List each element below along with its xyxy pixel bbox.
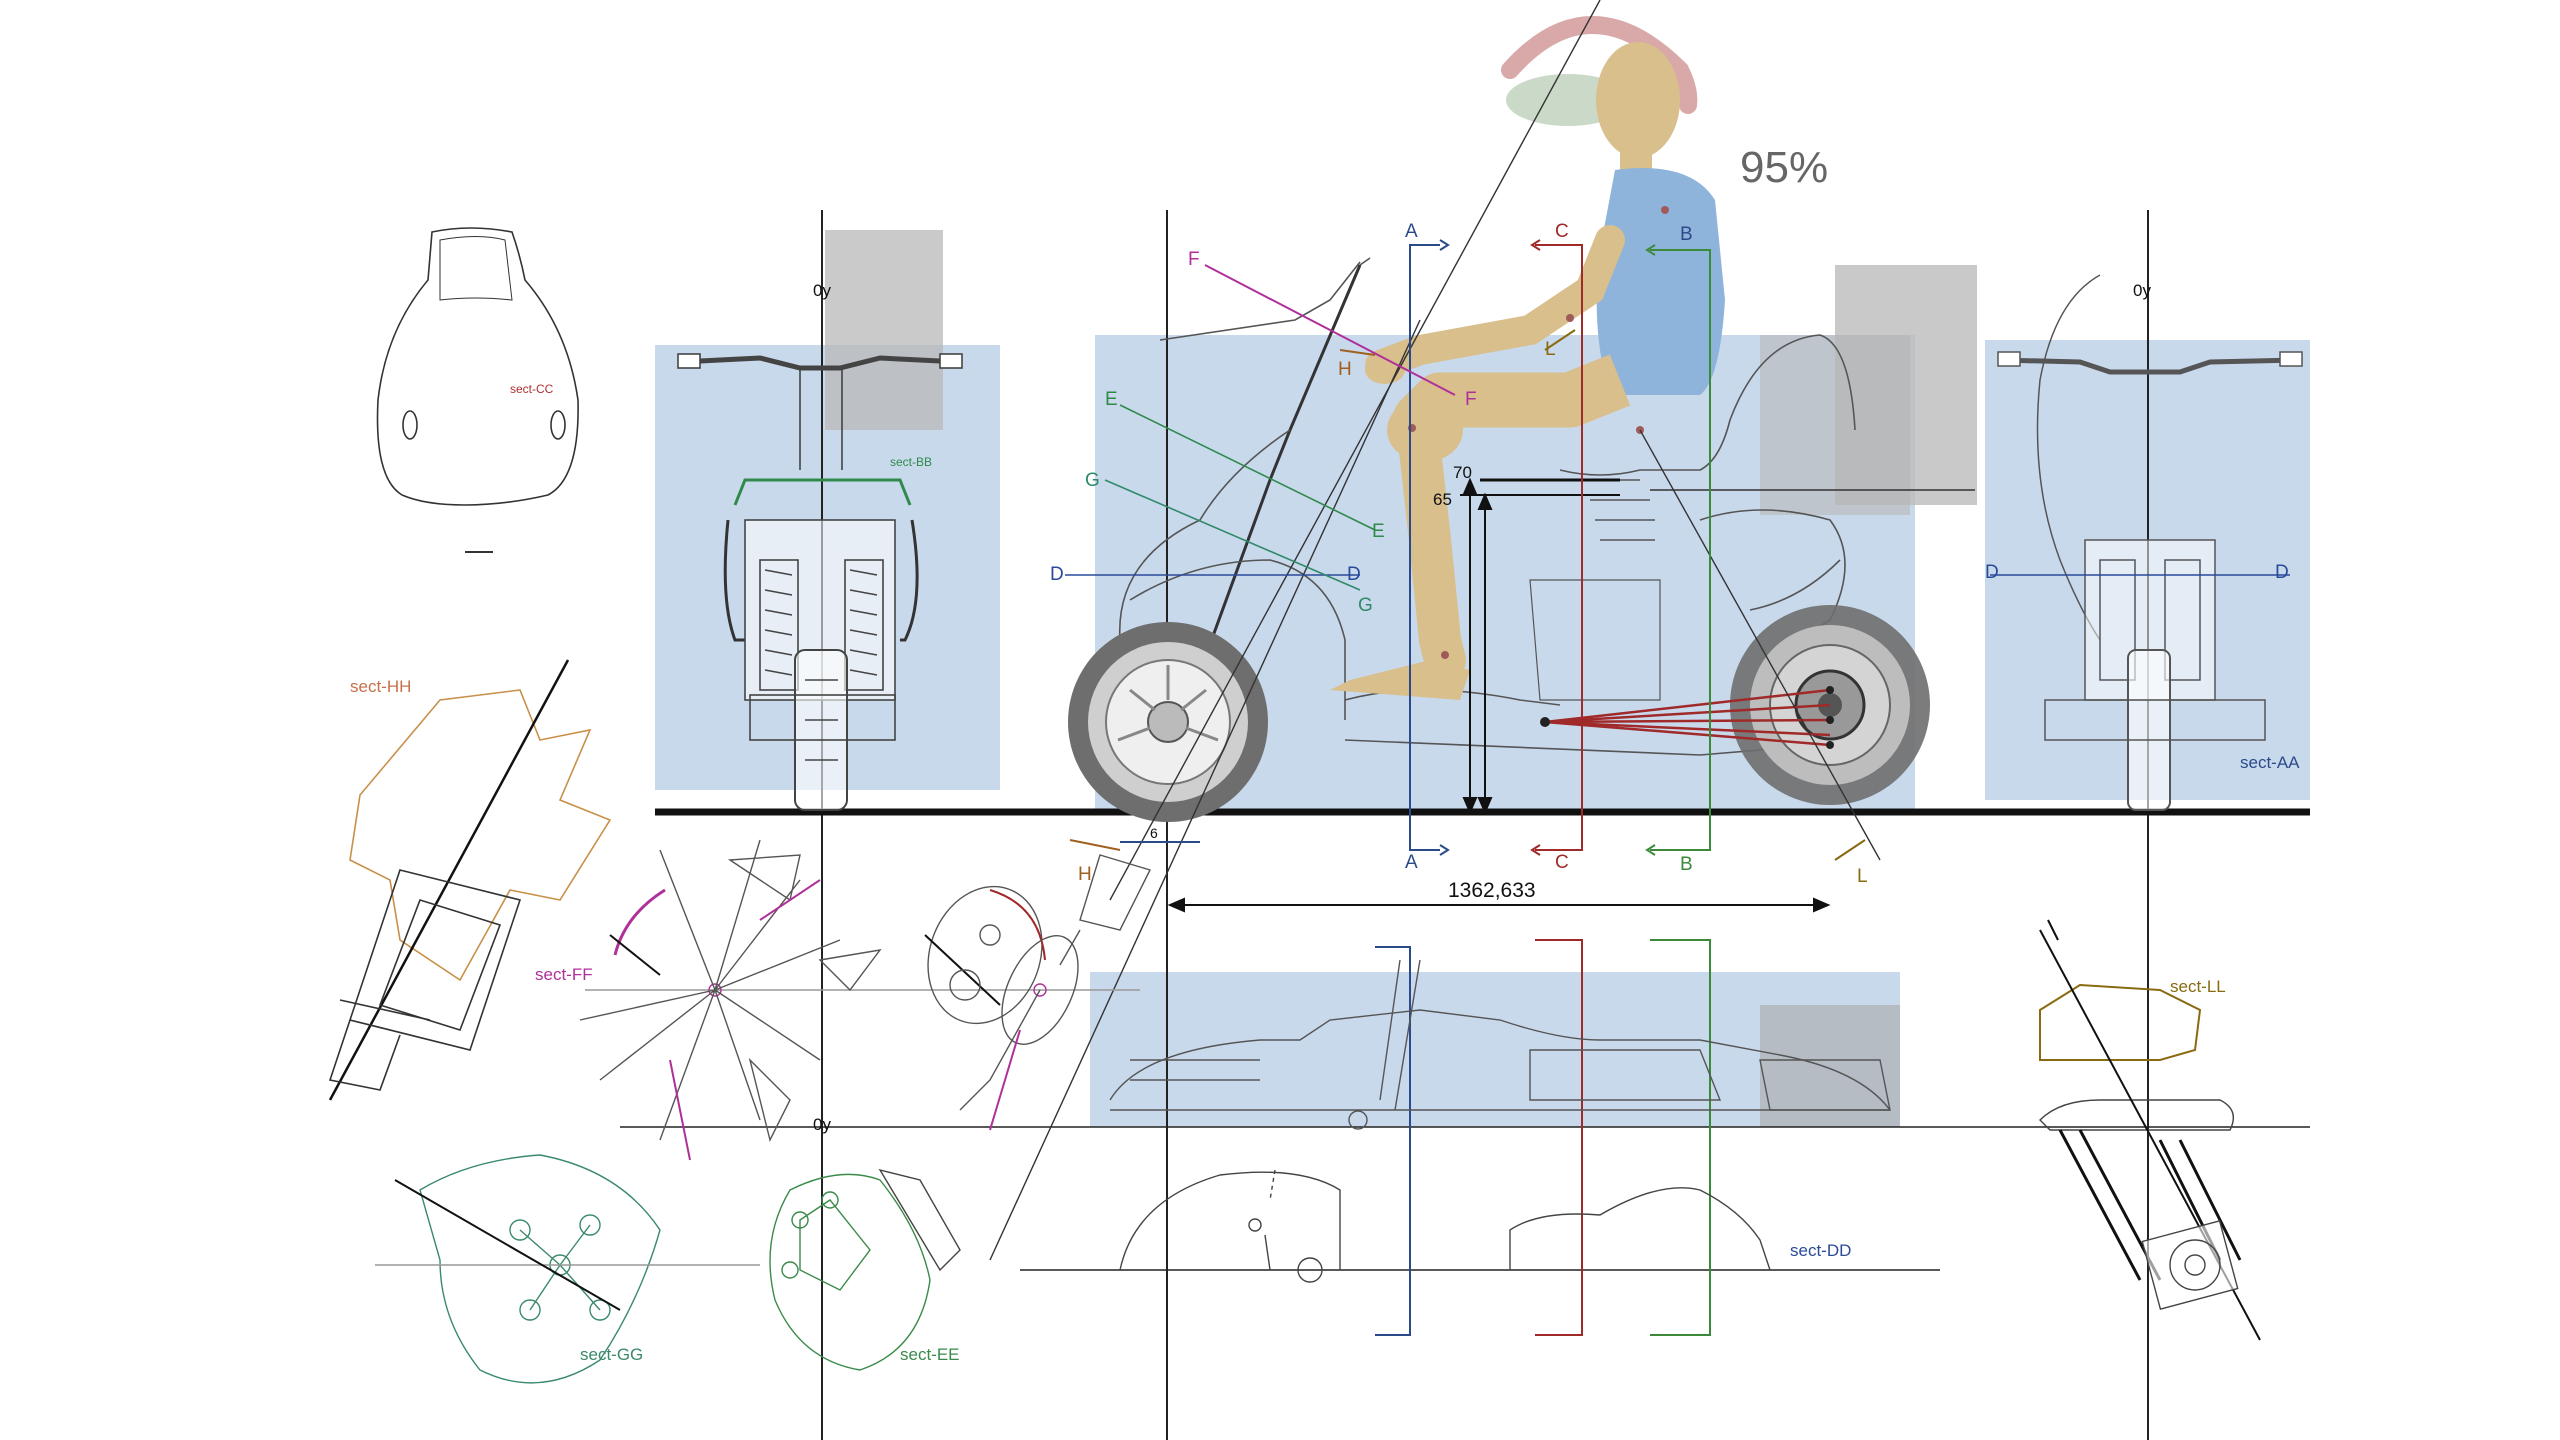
top-view-scooter <box>1109 959 1891 1130</box>
cut-label-b-bottom: B <box>1680 854 1693 875</box>
cut-plane-l <box>1544 329 1866 861</box>
cut-label-a-top: A <box>1405 221 1418 242</box>
sect-ff-detail <box>924 885 1046 1025</box>
oy-label-front: 0y <box>813 281 831 300</box>
cut-label-h-bottom: H <box>1078 864 1092 885</box>
cut-label-c-top: C <box>1555 221 1569 242</box>
sect-ff-label: sect-FF <box>535 965 593 984</box>
cut-label-f-left: F <box>1188 249 1200 270</box>
luggage-box-side-mid <box>1760 335 1910 515</box>
dimension-offset: 6 <box>1150 825 1158 841</box>
rider-mannequin <box>1330 16 1725 700</box>
sect-ll-drawing <box>2039 919 2261 1341</box>
dimension-seat-lower: 65 <box>1433 490 1452 509</box>
sect-ee-label: sect-EE <box>900 1345 960 1364</box>
cut-label-d-rear-right: D <box>2275 562 2289 583</box>
bottom-cut-planes <box>1375 939 1711 1336</box>
sect-cc-outline <box>376 227 579 553</box>
dimension-lines <box>1120 477 1831 913</box>
sect-hh-label: sect-HH <box>350 677 411 696</box>
sect-gg-label: sect-GG <box>580 1345 643 1364</box>
sect-hh-drawing <box>328 659 612 1101</box>
cut-label-l-top: L <box>1545 339 1556 360</box>
sect-ff-drawing <box>579 839 1140 1161</box>
sect-ee-drawing <box>769 1168 961 1371</box>
luggage-box-top <box>1760 1005 1900 1127</box>
cut-label-g-left: G <box>1085 470 1100 491</box>
cut-label-e-right: E <box>1372 521 1385 542</box>
dimension-wheelbase: 1362,633 <box>1448 879 1536 902</box>
cut-plane-f <box>1204 264 1456 396</box>
cut-plane-c <box>1530 239 1583 856</box>
sect-cc-label: sect-CC <box>510 382 554 396</box>
sect-gg-drawing <box>375 1154 760 1384</box>
cut-label-d-left: D <box>1050 564 1064 585</box>
dimension-seat-upper: 70 <box>1453 463 1472 482</box>
sect-dd-drawing <box>1119 1169 1771 1283</box>
cut-label-d-rear-left: D <box>1985 562 1999 583</box>
sect-ff-linkage <box>959 854 1151 1131</box>
cut-plane-e <box>1119 404 1376 531</box>
cut-label-a-bottom: A <box>1405 852 1418 873</box>
front-view-scooter <box>677 353 963 811</box>
cut-label-d-right: D <box>1347 564 1361 585</box>
construction-lines <box>989 0 1881 1261</box>
force-vectors <box>1540 686 1834 749</box>
cut-label-e-left: E <box>1105 389 1118 410</box>
percentile-label: 95% <box>1740 143 1828 192</box>
sect-ll-label: sect-LL <box>2170 977 2226 996</box>
cut-plane-a <box>1409 239 1450 856</box>
cut-label-g-right: G <box>1358 595 1373 616</box>
oy-label-rear: 0y <box>2133 281 2151 300</box>
cut-label-c-bottom: C <box>1555 852 1569 873</box>
cut-plane-b <box>1645 244 1711 856</box>
sect-bb-label: sect-BB <box>890 455 932 469</box>
sect-dd-label: sect-DD <box>1790 1241 1851 1260</box>
front-wheel <box>1068 622 1268 822</box>
sect-aa-label: sect-AA <box>2240 753 2300 772</box>
cut-label-h-top: H <box>1338 359 1352 380</box>
cut-label-b-top: B <box>1680 224 1693 245</box>
cut-label-f-right: F <box>1465 389 1477 410</box>
oy-label-bottom: 0y <box>813 1115 831 1134</box>
cut-plane-h <box>1069 349 1376 851</box>
luggage-box-front <box>825 230 943 430</box>
rear-view-scooter <box>1997 274 2303 811</box>
cut-plane-g <box>1104 479 1361 591</box>
reference-axes <box>620 210 2310 1440</box>
cut-label-l-bottom: L <box>1857 866 1868 887</box>
